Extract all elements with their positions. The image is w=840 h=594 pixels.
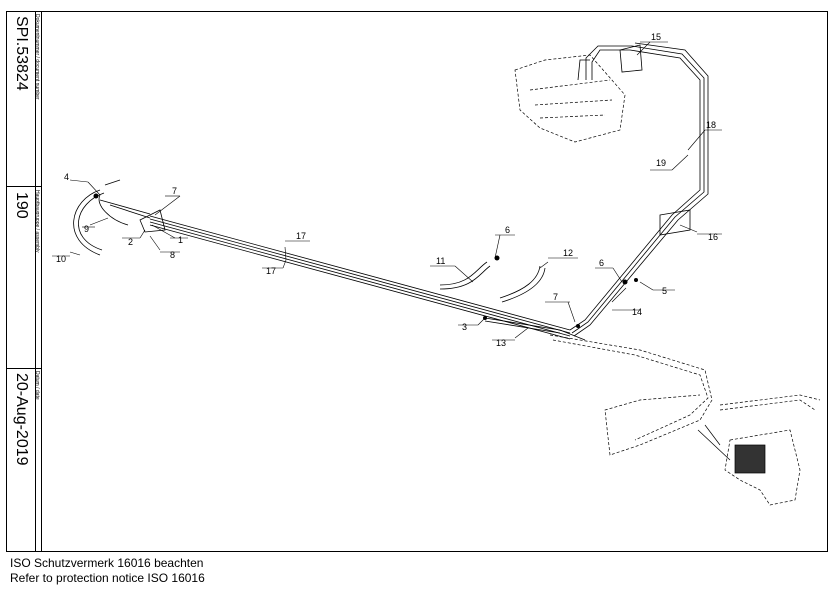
callout-19: 19	[656, 158, 666, 168]
callout-17a: 15	[651, 32, 661, 42]
callout-3: 3	[462, 322, 467, 332]
callout-10: 10	[56, 254, 66, 264]
fitting-6b	[622, 279, 628, 285]
title-block-separator-1	[6, 186, 42, 187]
callout-14: 14	[632, 307, 642, 317]
hose-12	[499, 265, 541, 299]
fitting-4	[93, 193, 99, 199]
callout-11: 11	[436, 256, 445, 266]
pipe-15	[149, 215, 571, 331]
title-block-separator-2	[6, 368, 42, 369]
pipe-18	[569, 49, 701, 331]
callout-16: 17	[266, 266, 276, 276]
callout-1: 1	[178, 235, 183, 245]
callout-6b: 6	[599, 258, 604, 268]
valve-block-bottom	[697, 424, 801, 506]
fitting-6a	[494, 255, 500, 261]
hose-9	[98, 194, 129, 226]
pipe-19	[571, 45, 705, 334]
callout-15: 17	[296, 231, 306, 241]
title-block-divider	[35, 11, 36, 552]
callout-18: 18	[706, 120, 716, 130]
callout-9: 9	[84, 224, 89, 234]
drawing-frame	[6, 11, 828, 552]
pipe-13	[484, 317, 586, 341]
callout-2: 2	[128, 237, 133, 247]
hose-11	[439, 261, 488, 286]
callout-8: 8	[170, 250, 175, 260]
callout-5: 5	[662, 286, 667, 296]
title-block	[6, 11, 42, 552]
hose-10	[73, 189, 101, 256]
pipe-ghost	[549, 334, 713, 456]
callout-6a: 6	[505, 225, 510, 235]
callout-7b: 7	[553, 292, 558, 302]
callout-7a: 7	[172, 186, 177, 196]
callout-4: 4	[64, 172, 69, 182]
valve-block-top	[514, 54, 626, 143]
footer-line-2: Refer to protection notice ISO 16016	[10, 571, 205, 585]
callout-17b: 16	[708, 232, 718, 242]
callout-12: 12	[563, 248, 573, 258]
callout-13: 13	[496, 338, 506, 348]
pipe-16	[149, 221, 571, 337]
footer-line-1: ISO Schutzvermerk 16016 beachten	[10, 556, 204, 570]
